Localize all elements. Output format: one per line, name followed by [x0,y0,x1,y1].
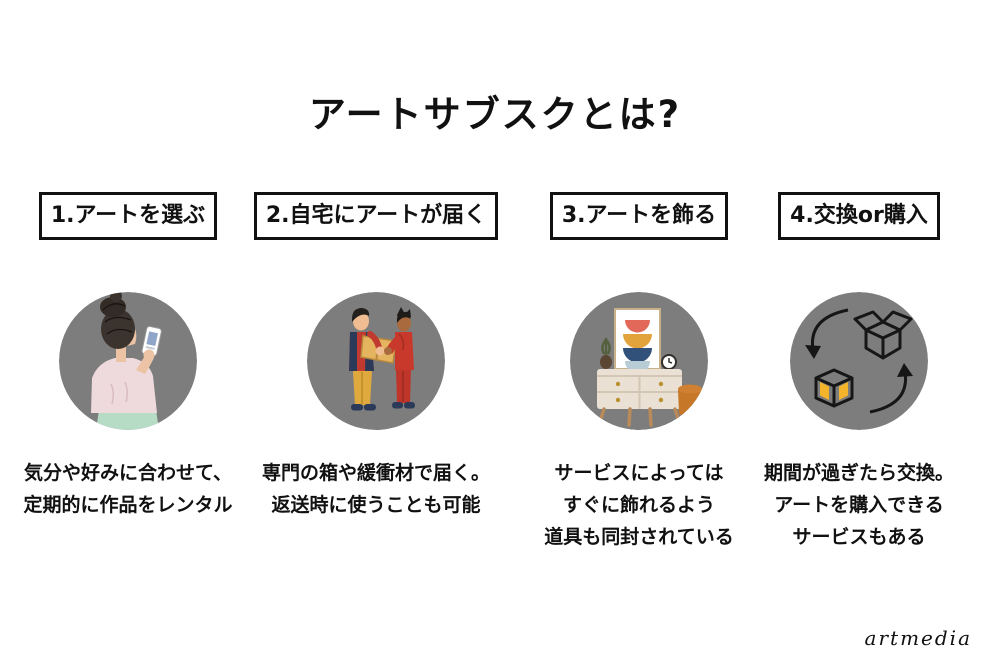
step-column-1: 1.アートを選ぶ [14,192,242,522]
step-column-2: 2.自宅にアートが届く [242,192,510,522]
step-4-circle [790,292,928,431]
exchange-boxes-cycle-icon [790,292,928,431]
page-title: アートサブスクとは? [308,93,682,136]
dresser-with-framed-art-illustration [570,292,708,431]
step-3-circle [570,292,708,431]
step-3-description: サービスによっては すぐに飾れるよう 道具も同封されている [544,462,734,549]
step-2-circle [307,292,445,431]
step-4-description: 期間が過ぎたら交換。 アートを購入できる サービスもある [763,462,954,549]
step-column-4: 4.交換or購入 期間が過ぎたら [748,192,970,554]
step-1-circle [59,292,197,431]
step-column-3: 3.アートを飾る [526,192,752,554]
step-1-label: 1.アートを選ぶ [38,192,218,241]
step-2-label: 2.自宅にアートが届く [253,192,499,241]
artmedia-watermark: artmedia [864,626,972,650]
courier-handing-box-illustration [307,292,445,431]
step-2-description: 専門の箱や緩衝材で届く。 返送時に使うことも可能 [261,462,490,517]
step-4-label: 4.交換or購入 [778,192,940,241]
woman-browsing-art-on-phone-illustration [59,292,197,431]
step-3-label: 3.アートを飾る [549,192,729,241]
step-1-description: 気分や好みに合わせて、 定期的に作品をレンタル [23,462,233,517]
